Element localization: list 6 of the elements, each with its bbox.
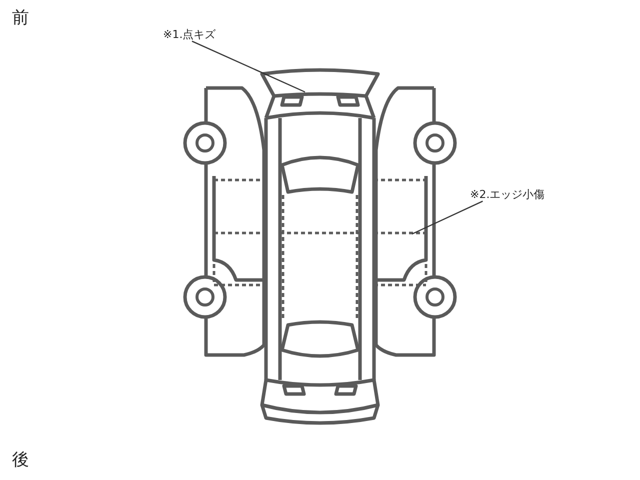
leader-line: [412, 200, 483, 235]
direction-label: 前: [12, 10, 29, 27]
callout-text: ※2.エッジ小傷: [470, 188, 545, 202]
callout-text: ※1.点キズ: [163, 28, 216, 42]
direction-label: 後: [12, 452, 29, 469]
leader-line: [192, 40, 306, 93]
